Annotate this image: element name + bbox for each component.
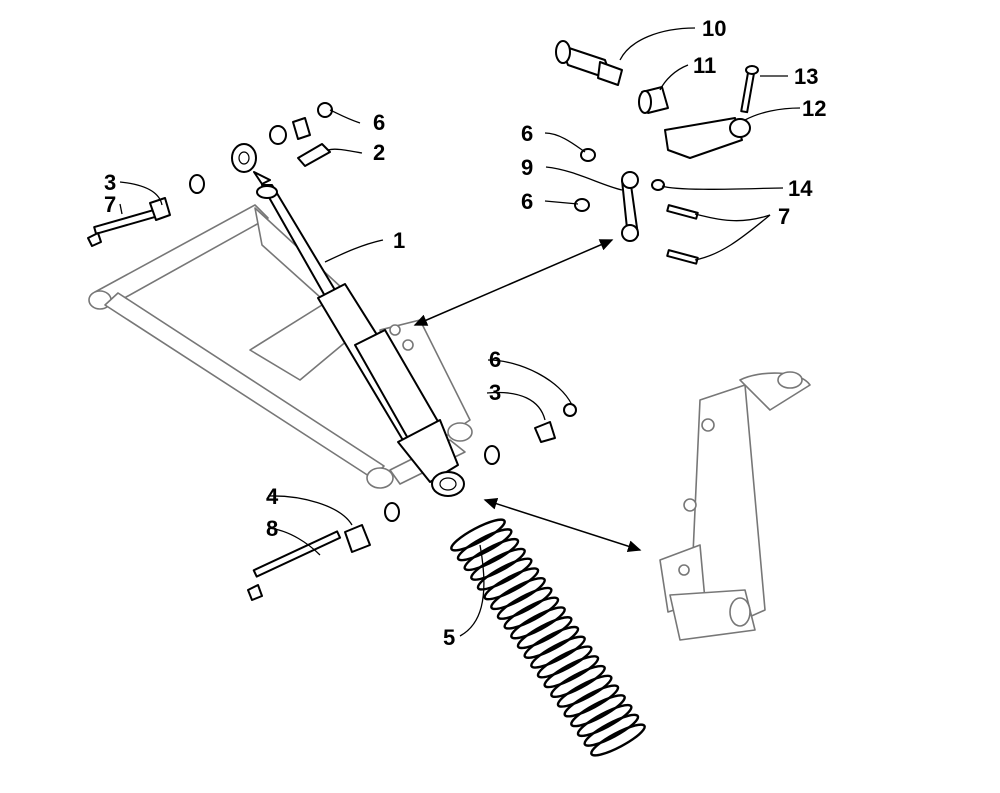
- callout-2: 2: [373, 140, 385, 165]
- spring-coil: [483, 567, 540, 601]
- callout-11: 11: [693, 53, 716, 78]
- spring-coil: [590, 723, 646, 757]
- spring-coil: [523, 625, 580, 659]
- callout-labels: 1 2 3 3 4 5 6 6 6 6 7 7 8 9 10 11 12 13 …: [104, 16, 826, 650]
- callout-6-right-lower: 6: [521, 189, 533, 214]
- callout-14: 14: [788, 176, 813, 201]
- spring-coil: [510, 606, 566, 640]
- callout-6-top: 6: [373, 110, 385, 135]
- callout-12: 12: [802, 96, 826, 121]
- callout-3-upper: 3: [104, 170, 116, 195]
- spring-coil: [503, 596, 560, 630]
- leader-lines: [119, 27, 801, 637]
- callout-6-middle: 6: [489, 347, 501, 372]
- spring-coil: [516, 616, 573, 650]
- spring-coil: [496, 586, 553, 620]
- spring-coil: [576, 703, 633, 738]
- upper-hardware: [87, 102, 333, 247]
- spring-coil: [456, 528, 513, 562]
- spring-coil: [550, 664, 606, 699]
- spring-coil: [470, 547, 526, 581]
- callout-5: 5: [443, 625, 455, 650]
- callout-13: 13: [794, 64, 818, 89]
- callout-7-right: 7: [778, 204, 790, 229]
- callout-10: 10: [702, 16, 726, 41]
- spring-coil: [450, 518, 506, 552]
- callout-8: 8: [266, 516, 278, 541]
- spring-coil: [583, 713, 640, 747]
- spindle-knuckle: [659, 371, 811, 641]
- callout-1: 1: [393, 228, 405, 253]
- callout-6-right-upper: 6: [521, 121, 533, 146]
- spring-coil: [530, 635, 586, 669]
- spring-coil: [476, 557, 533, 591]
- callout-3-lower: 3: [489, 380, 501, 405]
- callout-7-left: 7: [104, 192, 116, 217]
- sway-bar-linkage: [555, 40, 759, 265]
- lower-hardware: [247, 403, 577, 601]
- spring-coil: [556, 674, 613, 708]
- callout-4: 4: [266, 484, 279, 509]
- shock-absorber: [231, 143, 465, 497]
- callout-9: 9: [521, 155, 533, 180]
- spring-coil: [570, 694, 626, 728]
- lower-mount-arrow: [483, 497, 642, 553]
- spring-coil: [543, 655, 600, 689]
- spring-coil: [463, 537, 520, 572]
- spring-coil: [490, 576, 546, 611]
- coil-spring: [450, 518, 646, 757]
- spring-coil: [536, 645, 593, 679]
- spring-coil: [563, 684, 620, 718]
- upper-mount-arrow: [413, 239, 614, 326]
